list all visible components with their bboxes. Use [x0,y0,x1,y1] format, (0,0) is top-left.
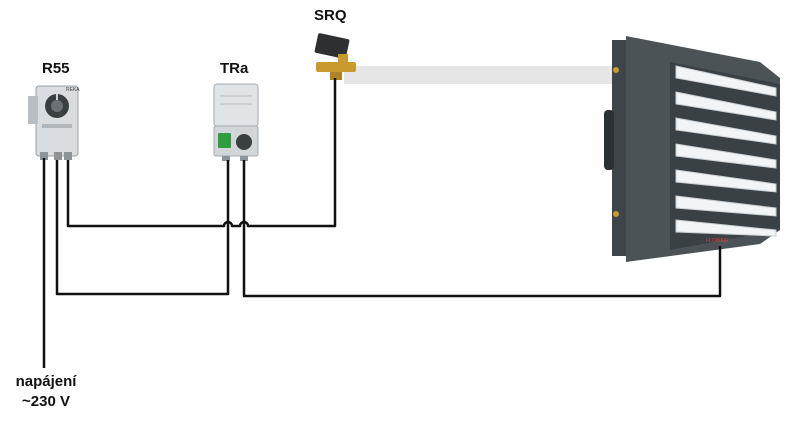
power-label-line1: napájení [15,373,77,390]
srq-label: SRQ [314,7,347,24]
tra-knob-icon [236,134,252,150]
tra-label: TRa [220,60,249,77]
wire-r55-to-valve [66,78,337,228]
wiring [42,78,722,368]
heater-louvers [675,65,777,237]
power-label-line2: ~230 V [22,393,70,410]
r55-brand-text: REKA [66,87,80,93]
srq-valve [314,33,356,80]
wire-tra-to-heater [242,160,722,298]
r55-label: R55 [42,60,70,77]
r55-thermostat: REKA [28,85,80,160]
wire-r55-to-tra [55,160,230,296]
air-flow-band [344,66,614,84]
heater-unit: FLOWAIR [604,36,780,262]
tra-controller [213,83,259,161]
heater-brand-text: FLOWAIR [706,238,729,244]
tra-power-switch-icon [218,133,231,148]
power-supply-label: napájení ~230 V [8,372,84,412]
